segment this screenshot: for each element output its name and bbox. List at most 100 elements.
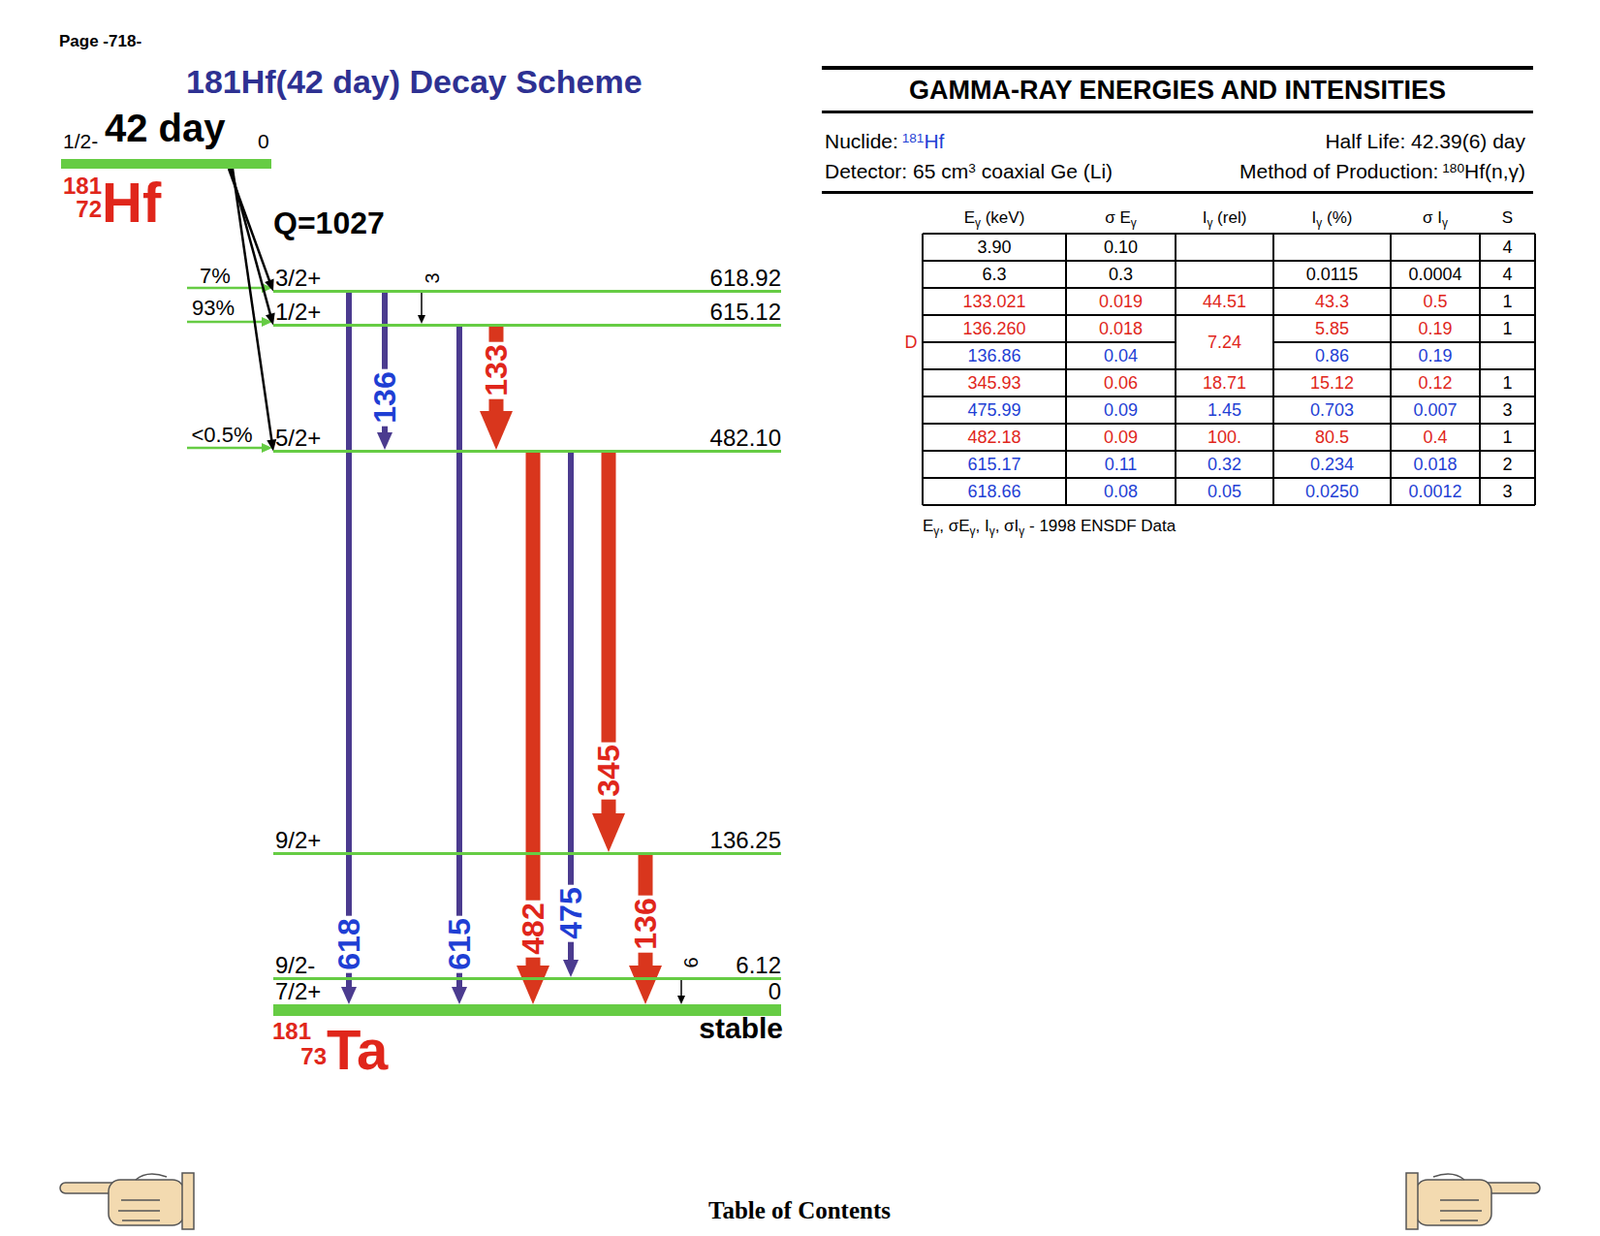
table-cell: 0.018 — [1412, 454, 1457, 474]
table-cell: 0.234 — [1310, 455, 1354, 473]
level-label: 1/2- — [62, 130, 98, 152]
arrow-head — [376, 432, 393, 450]
gamma-energy-label: 618 — [333, 914, 365, 973]
table-cell: 7.24 — [1207, 332, 1242, 352]
column-header: γ — [1316, 215, 1322, 229]
table-info: coaxial Ge (Li) — [981, 159, 1113, 183]
table-cell: 475.99 — [967, 400, 1021, 420]
column-header: (keV) — [985, 208, 1026, 227]
contents-link: Table of Contents — [708, 1196, 891, 1224]
table-cell: 44.51 — [1202, 292, 1247, 311]
table-cell: 3 — [1502, 401, 1512, 419]
footnote: Eγ, σEγ, Iγ, σIγ- 1998 ENSDF Data — [922, 517, 1176, 534]
table-cell: 136.86 — [967, 345, 1021, 366]
energy-level: 9/2-6.12 — [273, 976, 782, 980]
table-cell: 133.021 — [962, 292, 1026, 311]
column-header: Eγ (keV) — [964, 209, 1026, 226]
table-cell: 0.018 — [1098, 319, 1143, 338]
table-cell: 0.11 — [1104, 454, 1138, 474]
hand-icon — [60, 1172, 194, 1229]
table-cell: 0.19 — [1417, 319, 1452, 338]
gamma-transition — [516, 452, 550, 1004]
column-header: S — [1502, 209, 1513, 226]
gamma-energy-label: 615 — [443, 914, 475, 973]
column-header: I — [1312, 208, 1318, 227]
table-cell: 5.85 — [1315, 319, 1350, 338]
level-label: 5/2+ — [275, 426, 321, 450]
level-label: Hf — [101, 174, 161, 231]
column-header: E — [964, 208, 975, 227]
table-cell: 1 — [1502, 291, 1512, 312]
level-label: 72 — [75, 197, 102, 221]
column-header: γ — [974, 215, 981, 229]
table-cell: 3 — [1502, 481, 1512, 502]
table-cell: 2 — [1502, 454, 1512, 474]
footnote: , σE — [939, 516, 970, 535]
table-cell: 0.234 — [1310, 454, 1354, 474]
table-info: 180 — [1442, 159, 1465, 175]
table-cell: 0.703 — [1310, 401, 1354, 419]
level-label: 136.25 — [710, 828, 782, 852]
table-cell: 0.12 — [1417, 374, 1452, 392]
column-header: S — [1502, 208, 1513, 227]
table-info: 181 — [902, 129, 925, 145]
table-cell: 0.4 — [1422, 428, 1447, 446]
table-info: Method of Production: — [1239, 159, 1439, 183]
branch-percent: 93% — [191, 295, 235, 320]
table-info: Half Life: 42.39(6) day — [1324, 129, 1526, 153]
column-header: σ Eγ — [1104, 209, 1137, 226]
table-cell: 80.5 — [1315, 428, 1350, 446]
level-label: 0 — [257, 130, 270, 152]
table-cell: 0.19 — [1417, 346, 1452, 365]
table-cell: 618.66 — [967, 482, 1021, 501]
column-header: (%) — [1326, 208, 1352, 227]
table-cell: 0.86 — [1315, 345, 1350, 366]
table-cell: 133.021 — [962, 291, 1026, 312]
level-label: Ta — [326, 1021, 388, 1078]
column-header: I — [1202, 208, 1208, 227]
footnote: , σI — [995, 516, 1020, 535]
arrow-head — [417, 314, 426, 324]
branch-percent: <0.5% — [191, 422, 253, 447]
table-cell: 0.06 — [1103, 373, 1138, 393]
branch-percent: <0.5% — [191, 424, 253, 446]
arrow-head — [451, 986, 468, 1004]
table-cell: 0.4 — [1422, 427, 1447, 447]
gamma-transition — [417, 292, 426, 324]
hand-lines — [118, 1173, 167, 1221]
doublet-mark: D — [905, 333, 918, 351]
footnote: γ — [970, 523, 976, 537]
table-cell: 482.18 — [967, 427, 1021, 447]
rule-line — [821, 65, 1534, 70]
table-cell: 0.09 — [1103, 427, 1138, 447]
table-title: GAMMA-RAY ENERGIES AND INTENSITIES — [909, 77, 1446, 104]
footnote: γ — [933, 523, 940, 537]
column-header: σ I — [1422, 208, 1443, 227]
table-cell: 1 — [1502, 428, 1512, 446]
table-cell: 0.06 — [1103, 374, 1138, 392]
gamma-transition — [479, 326, 513, 450]
gamma-energy-label: 482 — [517, 899, 549, 957]
arrow-head — [479, 410, 513, 450]
gamma-energy-label: 475 — [555, 883, 587, 942]
q-value: Q=1027 — [273, 207, 385, 239]
table-cell: 345.93 — [967, 373, 1021, 393]
table-cell: 4 — [1502, 237, 1512, 257]
table-cell: 1 — [1502, 374, 1512, 392]
table-cell: 0.08 — [1103, 481, 1138, 502]
table-cell: 0.019 — [1098, 291, 1143, 312]
table-rules — [821, 65, 1534, 194]
feed-arrow-line — [187, 287, 263, 448]
arrow-line — [232, 168, 272, 441]
level-label: 181 — [272, 1019, 312, 1043]
table-cell: 482.18 — [967, 428, 1021, 446]
level-label: 9/2- — [275, 953, 315, 977]
arrow-line — [680, 979, 683, 997]
table-info: Hf — [923, 129, 944, 153]
level-label: 482.10 — [710, 426, 782, 450]
table-cell: 3 — [1502, 482, 1512, 501]
arrow-line — [345, 292, 352, 989]
gamma-transition — [677, 979, 686, 1004]
